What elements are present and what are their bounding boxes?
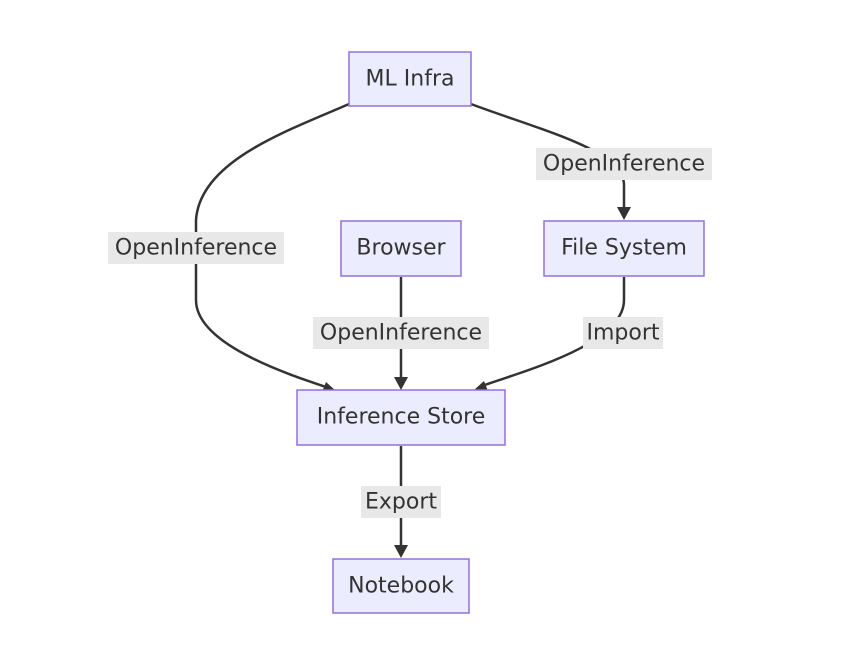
arrowhead-store-to-notebook-icon <box>394 545 408 558</box>
edge-label-store-to-notebook: Export <box>361 486 441 518</box>
edge-label-ml-to-store-text: OpenInference <box>115 236 277 261</box>
edge-label-browser-to-store: OpenInference <box>313 317 489 349</box>
arrowhead-ml-to-fs-icon <box>617 207 631 220</box>
node-notebook[interactable]: Notebook <box>332 558 470 614</box>
node-ml-infra[interactable]: ML Infra <box>348 51 472 107</box>
node-file-system[interactable]: File System <box>543 220 705 277</box>
node-browser[interactable]: Browser <box>340 220 462 277</box>
edge-label-ml-to-fs-text: OpenInference <box>543 152 705 177</box>
edge-file-system-to-inference-store <box>481 277 626 388</box>
edge-label-fs-to-store: Import <box>583 317 663 349</box>
node-browser-label: Browser <box>356 236 446 261</box>
arrowhead-browser-to-store-icon <box>394 377 408 390</box>
node-file-system-label: File System <box>561 236 687 261</box>
node-inference-store-label: Inference Store <box>317 405 486 430</box>
edge-label-ml-to-fs: OpenInference <box>536 148 712 180</box>
arrowhead-fs-to-store-icon <box>474 381 488 391</box>
edge-label-store-to-notebook-text: Export <box>365 490 437 515</box>
edge-label-ml-to-store: OpenInference <box>108 232 284 264</box>
edge-label-fs-to-store-text: Import <box>586 321 659 346</box>
node-ml-infra-label: ML Infra <box>366 67 455 92</box>
edge-labels: OpenInference OpenInference OpenInferenc… <box>108 148 712 518</box>
node-inference-store[interactable]: Inference Store <box>296 389 506 446</box>
nodes: ML Infra Browser File System Inference S… <box>296 51 705 614</box>
node-notebook-label: Notebook <box>348 574 454 599</box>
edge-ml-infra-to-inference-store <box>194 102 350 391</box>
edge-label-browser-to-store-text: OpenInference <box>320 321 482 346</box>
